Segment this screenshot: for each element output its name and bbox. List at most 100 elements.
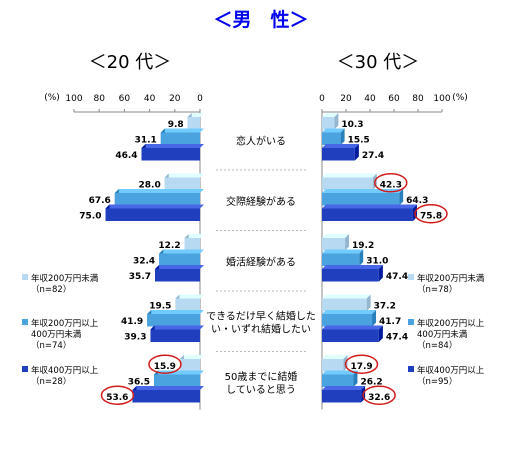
right-legend-label: （n=84） xyxy=(417,340,457,351)
right-axis-tick-label-0: 0 xyxy=(319,94,325,104)
category-label: 50歳までに結婚 xyxy=(225,370,298,383)
left-legend-swatch xyxy=(22,366,28,372)
left-legend-label: 年収200万円以上 xyxy=(31,318,99,329)
right-bar xyxy=(322,117,335,130)
left-bar-top-face xyxy=(150,325,204,330)
right-data-label: 64.3 xyxy=(406,196,428,206)
left-axis-tick-label-3: 40 xyxy=(144,94,156,104)
left-bar xyxy=(147,314,200,327)
right-bar xyxy=(322,359,344,372)
right-legend-label: （n=78） xyxy=(417,284,457,295)
right-legend-swatch xyxy=(408,366,414,372)
right-bar-side-face xyxy=(340,128,345,145)
left-data-label: 12.2 xyxy=(158,241,180,251)
right-legend-swatch xyxy=(408,319,414,325)
right-bar xyxy=(322,193,400,206)
left-axis-tick-label-2: 60 xyxy=(119,94,131,104)
left-bar xyxy=(164,177,200,190)
left-legend-label: （n=74） xyxy=(31,340,71,351)
right-bar-top-face xyxy=(322,386,366,390)
right-bar-side-face xyxy=(366,294,371,311)
left-data-label: 28.0 xyxy=(139,181,161,191)
right-bar xyxy=(322,329,379,342)
left-data-label: 39.3 xyxy=(124,333,146,343)
right-bar-top-face xyxy=(322,249,364,254)
right-highlight-circle xyxy=(344,354,379,374)
category-label: 恋人がいる xyxy=(236,134,286,147)
right-bar-top-face xyxy=(322,355,348,359)
right-bar-top-face xyxy=(322,325,383,330)
right-axis-tick-label-5: 100 xyxy=(433,94,450,104)
left-bar-top-face xyxy=(147,310,204,314)
right-bar xyxy=(322,314,373,327)
left-bar-top-face xyxy=(164,173,204,178)
left-unit-label: (%) xyxy=(44,93,60,103)
right-legend-label: 年収200万円以上 xyxy=(417,318,485,329)
left-legend-label: 年収200万円未満 xyxy=(31,273,99,284)
category-label: していると思う xyxy=(226,384,296,396)
left-legend-swatch xyxy=(22,274,28,280)
right-legend-swatch xyxy=(408,274,414,280)
right-data-label: 17.9 xyxy=(350,362,372,372)
left-axis-tick-label-1: 80 xyxy=(93,94,105,104)
left-data-label: 41.9 xyxy=(121,317,143,327)
left-bar-top-face xyxy=(187,113,204,117)
left-bar-top-face xyxy=(132,386,204,390)
right-data-label: 15.5 xyxy=(348,136,370,146)
right-data-label: 19.2 xyxy=(352,241,374,251)
right-highlight-circle xyxy=(374,173,408,193)
right-bar-top-face xyxy=(322,113,339,117)
left-bar-top-face xyxy=(159,249,204,254)
right-unit-label: (%) xyxy=(452,93,468,103)
right-bar-side-face xyxy=(378,265,383,282)
left-legend-label: 年収400万円以上 xyxy=(31,365,99,376)
left-data-label: 9.8 xyxy=(168,120,184,130)
left-bar xyxy=(141,148,200,161)
left-axis-tick-label-0: 100 xyxy=(65,94,82,104)
right-bar-side-face xyxy=(399,189,404,206)
left-bar xyxy=(160,132,200,145)
left-bar-top-face xyxy=(175,294,204,299)
left-bar xyxy=(187,117,200,130)
right-legend-label: 400万円未満 xyxy=(417,329,468,340)
left-bar-top-face xyxy=(141,144,204,148)
left-data-label: 75.0 xyxy=(79,212,101,222)
left-axis-tick-label-4: 20 xyxy=(169,94,181,104)
right-highlight-circle xyxy=(414,204,448,224)
right-bar-side-face xyxy=(353,370,358,387)
right-data-label: 47.4 xyxy=(386,272,408,282)
left-data-label: 31.1 xyxy=(135,136,157,146)
right-bar-top-face xyxy=(322,204,417,209)
right-axis-tick-label-2: 40 xyxy=(364,94,376,104)
right-bar-side-face xyxy=(372,310,377,327)
right-data-label: 42.3 xyxy=(380,181,402,191)
right-bar-side-face xyxy=(354,144,359,161)
right-bar xyxy=(322,148,355,161)
left-data-label: 15.9 xyxy=(154,362,176,372)
left-bar-top-face xyxy=(105,204,204,209)
left-data-label: 67.6 xyxy=(89,196,111,206)
right-bar-top-face xyxy=(322,128,345,133)
right-bar xyxy=(322,238,346,251)
left-bar-top-face xyxy=(114,189,204,193)
left-data-label: 32.4 xyxy=(133,257,155,267)
right-bar-side-face xyxy=(359,249,364,266)
right-bar xyxy=(322,390,362,403)
left-bar-top-face xyxy=(184,234,204,238)
left-bar xyxy=(175,298,200,311)
right-data-label: 32.6 xyxy=(368,393,390,403)
left-bar xyxy=(114,193,200,206)
left-data-label: 19.5 xyxy=(149,302,171,312)
left-bar xyxy=(154,374,200,387)
bar-charts: 100 80 60 40 20 0 9.8 28.0 12.2 19.5 15.9 31.1 67.6 3… xyxy=(22,94,485,410)
right-data-label: 31.0 xyxy=(366,257,388,267)
left-bar xyxy=(105,208,200,221)
left-highlight-circle xyxy=(148,354,182,374)
left-bar xyxy=(184,238,200,251)
left-legend-swatch xyxy=(22,319,28,325)
left-bar xyxy=(150,329,200,342)
right-data-label: 10.3 xyxy=(341,120,363,130)
left-bar xyxy=(132,390,200,403)
left-data-label: 35.7 xyxy=(129,272,151,282)
